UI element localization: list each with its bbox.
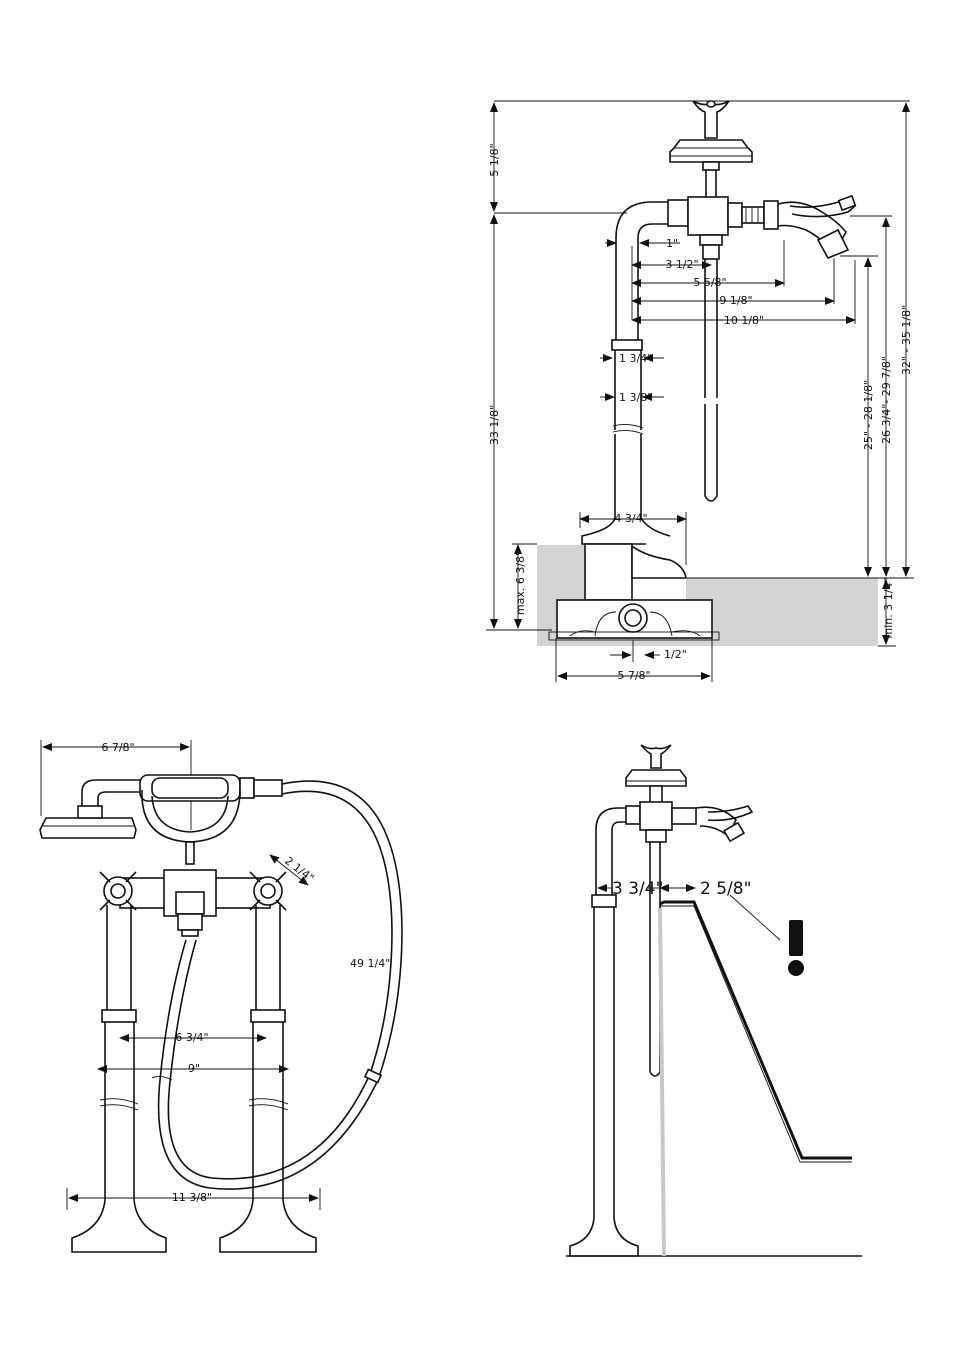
dim-1-3-8: 1 3/8" [619,391,652,404]
left-cross-handle [99,871,137,911]
dim-33-1-8: 33 1/8" [488,405,501,445]
dim-9-1-8: 9 1/8" [719,294,752,307]
dim-half: 1/2" [664,648,687,661]
dim-3-1-2: 3 1/2" [665,258,698,271]
dim-10-1-8: 10 1/8" [724,314,764,327]
dim-25-28: 25" - 28 1/8" [862,380,875,450]
dim-9: 9" [188,1062,200,1075]
dim-5-1-8: 5 1/8" [488,143,501,176]
front-view: 6 7/8" [39,740,403,1253]
dim-1: 1" [666,237,678,250]
dim-2-5-8: 2 5/8" [700,879,751,899]
dim-49-1-4: 49 1/4" [350,957,390,970]
dim-min-3-1-4: min. 3 1/4" [882,578,895,639]
dim-1-3-4: 1 3/4" [619,352,652,365]
dim-32-35: 32" - 35 1/8" [900,305,913,375]
dim-max-6-3-8: max. 6 3/8" [514,551,527,615]
dim-5-7-8: 5 7/8" [617,669,650,682]
side-view: 5 1/8" 33 1/8" max. 6 3/8" [486,100,914,682]
dim-26-29: 26 3/4"- 29 7/8" [880,356,893,444]
dim-11-3-8: 11 3/8" [172,1191,212,1204]
dim-4-3-4: 4 3/4" [614,512,647,525]
dim-6-7-8: 6 7/8" [101,741,134,754]
warning-icon [788,920,804,976]
dim-6-3-4: 6 3/4" [175,1031,208,1044]
dim-3-3-4: 3 3/4" [612,879,663,899]
clearance-view: 3 3/4" 2 5/8" [566,744,862,1257]
dim-5-5-8: 5 5/8" [693,276,726,289]
right-cross-handle [249,871,287,911]
dim-2-1-4: 2 1/4" [282,854,316,885]
floor-area-right [686,578,878,646]
